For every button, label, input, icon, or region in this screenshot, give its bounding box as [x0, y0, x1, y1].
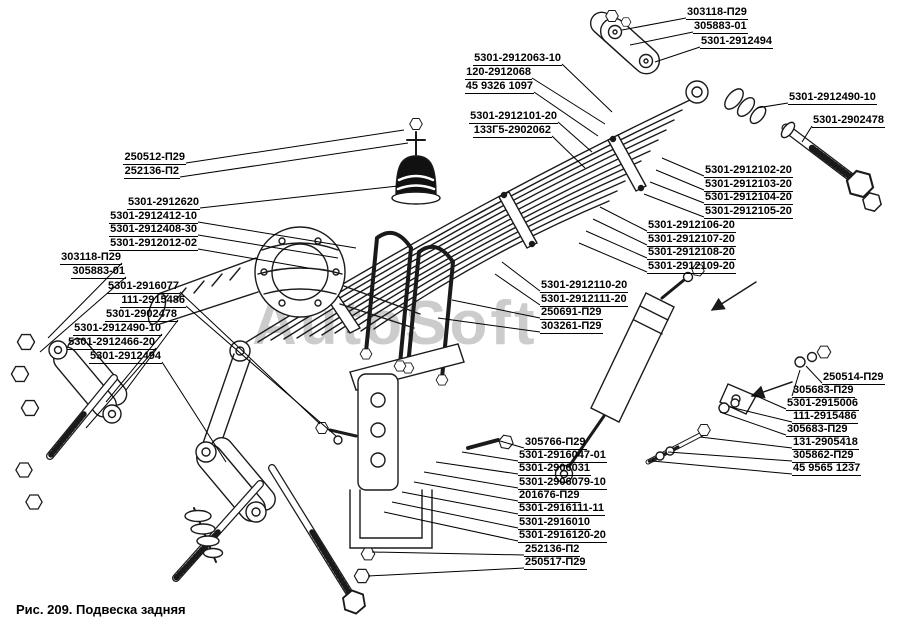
part-label: 133Г5-2902062 — [472, 124, 552, 138]
front-shackle — [589, 10, 661, 75]
part-label: 5301-2912412-10 — [109, 210, 198, 224]
part-label: 5301-2912408-30 — [109, 223, 198, 237]
part-label: 250517-П29 — [524, 556, 587, 570]
part-label: 305883-01 — [693, 20, 748, 34]
part-label: 120-2912068 — [465, 66, 532, 80]
figure-caption: Рис. 209. Подвеска задняя — [16, 602, 186, 617]
part-label: 303261-П29 — [540, 320, 603, 334]
part-label: 5301-2916111-11 — [518, 502, 606, 516]
u-bolts — [349, 230, 465, 391]
part-label: 5301-2912106-20 — [647, 219, 736, 233]
part-label: 5301-2902478 — [812, 114, 885, 128]
part-label: 5301-2912104-20 — [704, 191, 793, 205]
part-label: 111-2915486 — [792, 410, 858, 424]
center-bracket — [315, 373, 515, 549]
part-label: 131-2905418 — [792, 436, 859, 450]
bushing-stack — [184, 507, 224, 563]
spring-eye-bushings — [724, 88, 767, 125]
part-label: 5301-2916120-20 — [518, 529, 607, 543]
part-label: 5301-2912494 — [700, 35, 773, 49]
part-label: 305683-П29 — [786, 423, 849, 437]
part-label: 5301-2912110-20 — [540, 279, 629, 293]
washers-and-stud — [645, 345, 832, 465]
part-label: 5301-2912108-20 — [647, 246, 736, 260]
part-label: 303118-П29 — [60, 251, 122, 265]
part-label: 201676-П29 — [518, 489, 581, 503]
part-label: 5301-2915006 — [786, 397, 859, 411]
part-label: 5301-2912466-20 — [67, 336, 156, 350]
part-label: 5301-2912101-20 — [469, 110, 558, 124]
part-label: 5301-2912063-10 — [473, 52, 562, 66]
part-label: 252136-П2 — [524, 543, 581, 557]
part-label: 5301-2916077 — [107, 280, 180, 294]
part-label: 5301-2902478 — [105, 308, 178, 322]
bump-stop — [391, 118, 441, 205]
part-label: 5301-2906079-10 — [518, 476, 607, 490]
part-label: 45 9565 1237 — [792, 462, 862, 476]
part-label: 5301-2912111-20 — [540, 293, 628, 307]
part-label: 5301-2906031 — [518, 462, 591, 476]
center-long-bolt — [268, 464, 376, 617]
part-label: 305883-01 — [71, 265, 126, 279]
part-label: 111-2915486 — [120, 294, 186, 308]
part-label: 5301-2916010 — [518, 516, 591, 530]
part-label: 45 9326 1097 — [464, 80, 534, 94]
part-label: 5301-2912103-20 — [704, 178, 793, 192]
part-label: 5301-2912490-10 — [788, 91, 877, 105]
part-label: 5301-2912102-20 — [704, 164, 793, 178]
part-label: 5301-2912620 — [127, 196, 200, 210]
part-label: 250514-П29 — [822, 371, 885, 385]
part-label: 305862-П29 — [792, 449, 855, 463]
part-label: 5301-2916047-01 — [518, 449, 607, 463]
part-label: 5301-2912012-02 — [109, 237, 198, 251]
part-label: 5301-2912107-20 — [647, 233, 736, 247]
part-label: 5301-2912490-10 — [73, 322, 162, 336]
spring-front-eye — [685, 80, 709, 104]
pointer-arrows — [710, 281, 793, 399]
part-label: 5301-2912105-20 — [704, 205, 793, 219]
part-label: 305766-П29 — [524, 436, 587, 450]
part-label: 252136-П2 — [123, 165, 180, 179]
part-label: 5301-2912494 — [89, 350, 162, 364]
part-label: 250691-П29 — [540, 306, 603, 320]
shackle-bolt — [780, 121, 884, 214]
part-label: 5301-2912109-20 — [647, 260, 736, 274]
spring-clamps — [326, 134, 647, 334]
part-label: 303118-П29 — [686, 6, 748, 20]
rear-shackle-lower — [15, 353, 276, 582]
part-label: 305683-П29 — [792, 384, 855, 398]
shock-absorber — [554, 263, 757, 484]
part-label: 250512-П29 — [123, 151, 186, 165]
